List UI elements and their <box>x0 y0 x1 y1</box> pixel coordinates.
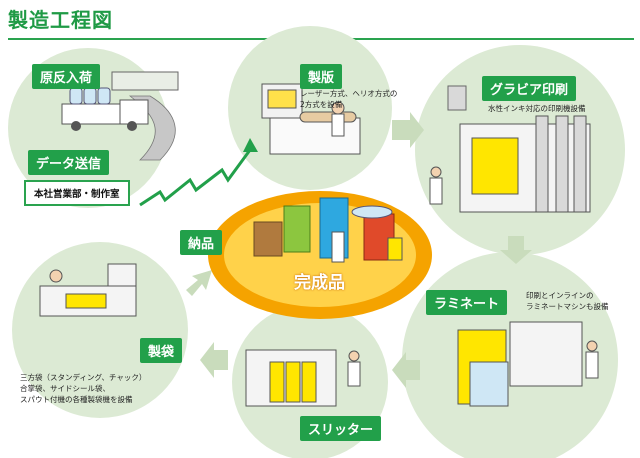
bag-making-illustration <box>39 263 137 317</box>
note-seitai: 三方袋（スタンディング、チャック） 合掌袋、サイドシール袋、 スパウト付機の各種… <box>20 373 147 404</box>
label-data: データ送信 <box>28 150 110 175</box>
arrow-lami-slitter <box>392 352 420 388</box>
laminate-machine-illustration <box>457 321 599 407</box>
label-lami: ラミネート <box>426 290 508 315</box>
data-signal-arrowhead <box>243 138 258 152</box>
label-gravure: グラビア印刷 <box>482 76 577 101</box>
label-nohin: 納品 <box>180 230 223 255</box>
flow-arrows <box>186 112 532 388</box>
products-illustration <box>253 197 403 263</box>
gravure-press-illustration <box>429 85 591 213</box>
page-title: 製造工程図 <box>8 8 113 32</box>
note-seihan: レーザー方式、ヘリオ方式の 2方式を設備 <box>300 89 398 109</box>
note-lami: 印刷とインラインの ラミネートマシンも設備 <box>526 291 609 311</box>
arrow-gravure-lami <box>500 236 532 264</box>
label-seitai: 製袋 <box>140 338 183 363</box>
slitter-machine-illustration <box>245 349 361 407</box>
arrow-slitter-seitai <box>200 342 228 378</box>
engraving-machine-illustration <box>261 83 361 155</box>
data-signal-line <box>139 149 252 207</box>
truck-illustration <box>61 71 179 161</box>
label-seihan: 製版 <box>300 64 343 89</box>
arrow-seitai-nohin <box>186 270 212 296</box>
note-gravure: 水性インキ対応の印刷機設備 <box>488 104 586 113</box>
office-box: 本社営業部・制作室 <box>24 180 130 206</box>
label-slitter: スリッター <box>300 416 382 441</box>
arrow-seihan-gravure <box>392 112 424 148</box>
label-genhan: 原反入荷 <box>32 64 101 89</box>
label-kanseihin: 完成品 <box>294 273 345 293</box>
